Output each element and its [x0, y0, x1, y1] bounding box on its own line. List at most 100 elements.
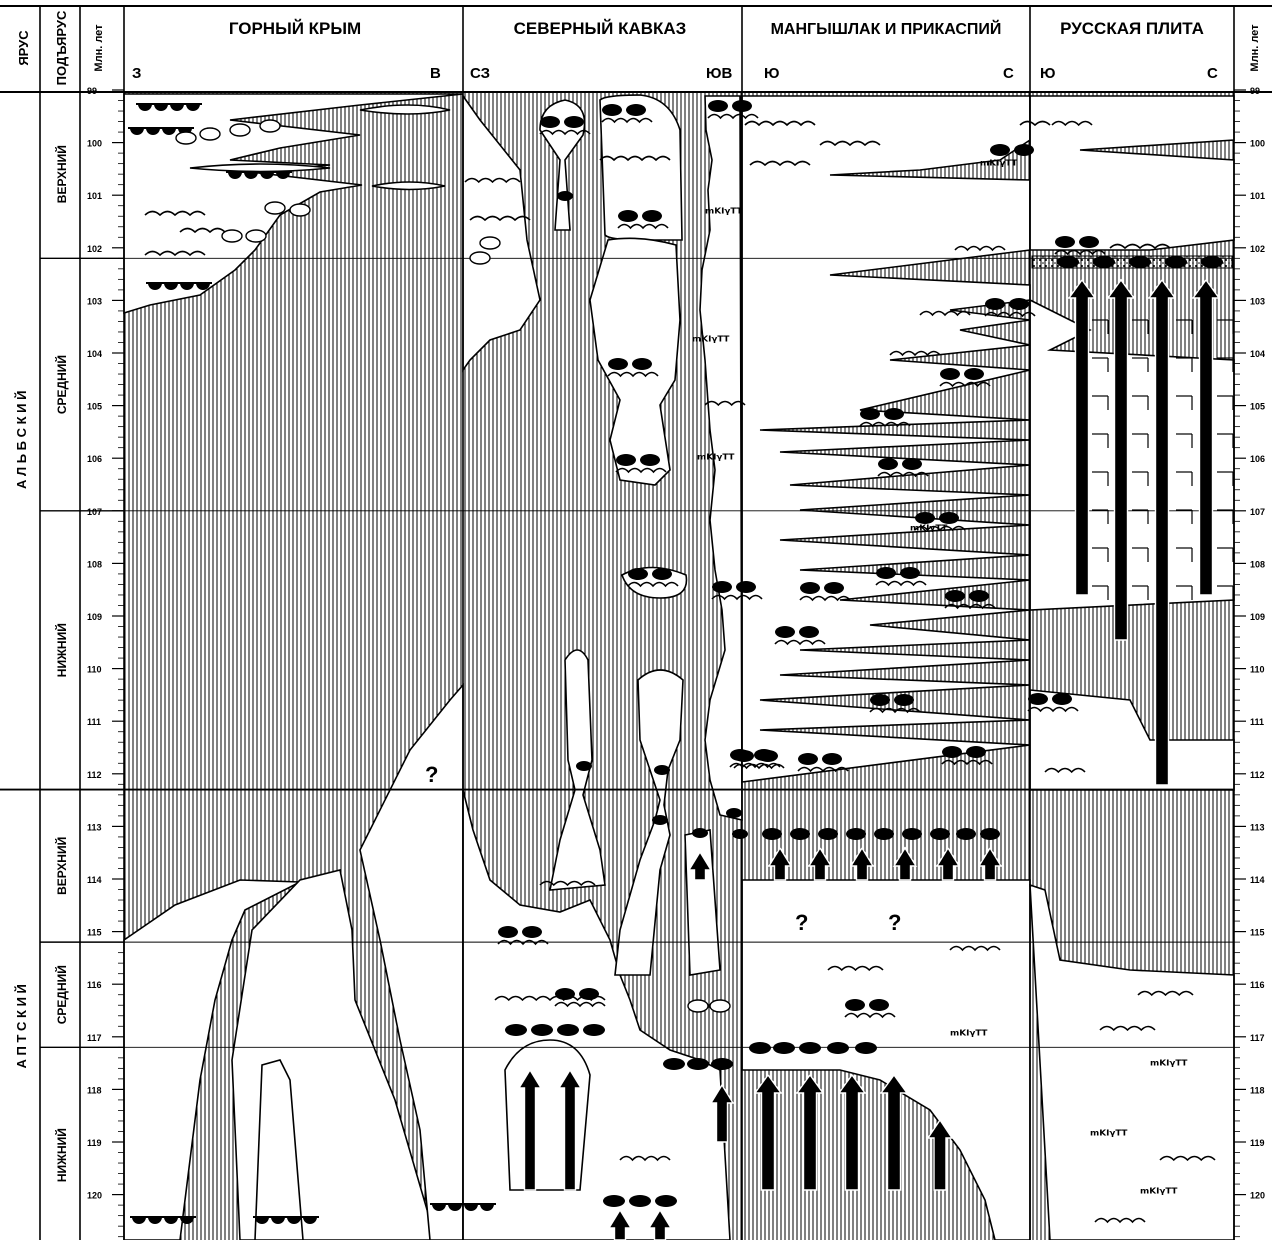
- stage-name-labels: А Л Ь Б С К И Й ВЕРХНИЙ СРЕДНИЙ НИЖНИЙ А П Т…: [14, 145, 69, 1182]
- age-tick-label: 100: [1250, 139, 1265, 149]
- substage-label: СРЕДНИЙ: [54, 355, 69, 414]
- dir-crimea-e: В: [430, 65, 441, 82]
- region-title-caucasus: СЕВЕРНЫЙ КАВКАЗ: [514, 19, 687, 38]
- age-tick-label: 116: [1250, 980, 1265, 990]
- region-title-russian: РУССКАЯ ПЛИТА: [1060, 19, 1204, 38]
- age-tick-label: 103: [87, 296, 102, 306]
- fossil-ellipse: [818, 828, 838, 840]
- fossil-ellipse: [1055, 236, 1075, 248]
- fossil-ellipse: [902, 828, 922, 840]
- fossil-ellipse: [603, 1195, 625, 1207]
- fossil-ellipse: [652, 568, 672, 580]
- dir-russian-s: Ю: [1040, 65, 1055, 82]
- hardground-symbol: ᵐᴷᴵᵞᵀᵀ: [692, 334, 729, 350]
- fossil-ellipse: [692, 828, 708, 838]
- age-tick-label: 112: [1250, 770, 1265, 780]
- caucasus-aptian-base: [505, 1040, 590, 1190]
- fossil-ellipse: [1028, 693, 1048, 705]
- fossil-ellipse: [1052, 693, 1072, 705]
- oolith-symbol: [688, 1000, 708, 1012]
- fossil-ellipse: [900, 567, 920, 579]
- age-tick-label: 102: [1250, 244, 1265, 254]
- fossil-ellipse: [870, 694, 890, 706]
- fossil-ellipse: [942, 746, 962, 758]
- hardground-symbol: ᵐᴷᴵᵞᵀᵀ: [1140, 1186, 1177, 1202]
- age-tick-label: 113: [87, 822, 102, 832]
- age-tick-label: 112: [87, 770, 102, 780]
- stage-label: А Л Ь Б С К И Й: [14, 391, 29, 490]
- oolith-symbol: [265, 202, 285, 214]
- age-tick-label: 107: [87, 507, 102, 517]
- oolith-symbol: [290, 204, 310, 216]
- fossil-ellipse: [1165, 256, 1187, 268]
- header-band: [0, 0, 1272, 92]
- age-tick-label: 120: [1250, 1191, 1265, 1201]
- dir-mangyshlak-n: С: [1003, 65, 1014, 82]
- fossil-ellipse: [540, 116, 560, 128]
- fossil-ellipse: [498, 926, 518, 938]
- fossil-ellipse: [827, 1042, 849, 1054]
- fossil-ellipse: [708, 100, 728, 112]
- age-tick-label: 106: [87, 454, 102, 464]
- fossil-ellipse: [902, 458, 922, 470]
- dir-caucasus-se: ЮВ: [706, 65, 732, 82]
- fossil-ellipse: [655, 1195, 677, 1207]
- fossil-ellipse: [1201, 256, 1223, 268]
- dir-caucasus-nw: СЗ: [470, 65, 490, 82]
- fossil-ellipse: [930, 828, 950, 840]
- stage-label: А П Т С К И Й: [14, 984, 29, 1068]
- age-tick-label: 105: [1250, 402, 1265, 412]
- fossil-ellipse: [663, 1058, 685, 1070]
- fossil-ellipse: [557, 1024, 579, 1036]
- age-tick-label: 108: [87, 559, 102, 569]
- fossil-ellipse: [632, 358, 652, 370]
- fossil-ellipse: [860, 408, 880, 420]
- fossil-ellipse: [1079, 236, 1099, 248]
- fossil-ellipse: [874, 828, 894, 840]
- age-tick-label: 108: [1250, 559, 1265, 569]
- fossil-ellipse: [642, 210, 662, 222]
- fossil-ellipse: [775, 626, 795, 638]
- dir-crimea-w: З: [132, 65, 141, 82]
- fossil-ellipse: [799, 1042, 821, 1054]
- age-tick-label: 111: [87, 717, 101, 727]
- age-tick-label: 110: [1250, 665, 1265, 675]
- stage-col-header: ЯРУС: [16, 30, 31, 66]
- fossil-ellipse: [969, 590, 989, 602]
- fossil-ellipse: [749, 1042, 771, 1054]
- oolith-symbol: [470, 252, 490, 264]
- fossil-ellipse: [773, 1042, 795, 1054]
- substage-label: НИЖНИЙ: [54, 623, 69, 677]
- fossil-ellipse: [790, 828, 810, 840]
- hardground-symbol: ᵐᴷᴵᵞᵀᵀ: [980, 158, 1017, 174]
- fossil-ellipse: [726, 808, 742, 818]
- age-tick-label: 113: [1250, 822, 1265, 832]
- fossil-ellipse: [602, 104, 622, 116]
- fossil-ellipse: [732, 829, 748, 839]
- russian-upper-albian: [1030, 96, 1234, 250]
- age-tick-label: 117: [87, 1033, 102, 1043]
- fossil-ellipse: [616, 454, 636, 466]
- age-tick-label: 115: [1250, 928, 1265, 938]
- caucasus-tube-upper: [600, 95, 682, 240]
- fossil-ellipse: [531, 1024, 553, 1036]
- fossil-ellipse: [964, 368, 984, 380]
- region-title-crimea: ГОРНЫЙ КРЫМ: [229, 19, 361, 38]
- fossil-ellipse: [985, 298, 1005, 310]
- fossil-ellipse: [505, 1024, 527, 1036]
- fossil-ellipse: [736, 581, 756, 593]
- substage-label: ВЕРХНИЙ: [54, 837, 69, 895]
- fossil-ellipse: [915, 512, 935, 524]
- fossil-ellipse: [799, 626, 819, 638]
- oolith-symbol: [246, 230, 266, 242]
- fossil-ellipse: [966, 746, 986, 758]
- fossil-ellipse: [626, 104, 646, 116]
- age-tick-label: 119: [87, 1138, 102, 1148]
- age-tick-label: 106: [1250, 454, 1265, 464]
- oolith-symbol: [260, 120, 280, 132]
- oolith-symbol: [710, 1000, 730, 1012]
- fossil-ellipse: [845, 999, 865, 1011]
- age-tick-label: 107: [1250, 507, 1265, 517]
- age-col-header-right: Млн. лет: [1249, 24, 1261, 72]
